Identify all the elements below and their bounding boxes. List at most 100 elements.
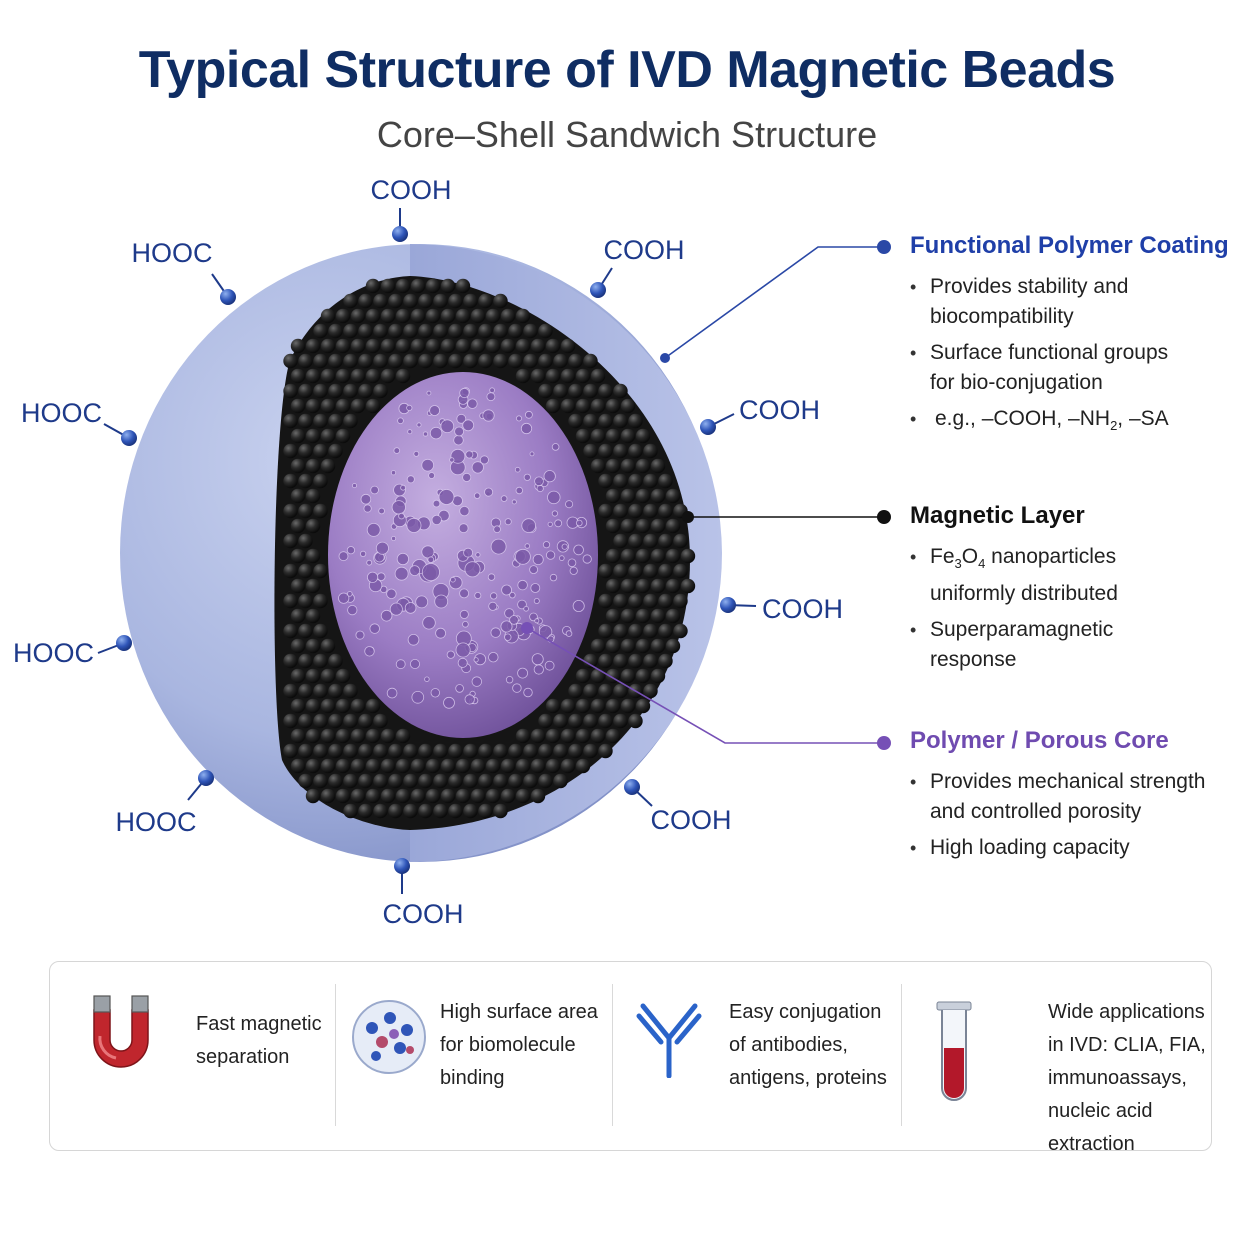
nanoparticle: [500, 338, 516, 354]
nanoparticle: [298, 563, 313, 579]
nanoparticle: [628, 443, 643, 459]
pore: [376, 572, 386, 581]
nanoparticle: [358, 293, 373, 309]
nanoparticle: [463, 323, 478, 339]
pore: [369, 623, 380, 634]
nanoparticle: [508, 773, 523, 789]
pore: [458, 523, 469, 534]
nanoparticle: [515, 728, 531, 744]
nanoparticle: [305, 638, 321, 654]
nanoparticle: [515, 308, 531, 324]
nanoparticle: [538, 323, 553, 339]
nanoparticle: [575, 728, 591, 744]
functional-group-label: COOH: [383, 899, 464, 929]
nanoparticle: [493, 743, 508, 759]
nanoparticle: [290, 428, 306, 444]
nanoparticle: [335, 338, 351, 354]
nanoparticle: [613, 623, 628, 639]
nanoparticle: [358, 713, 373, 729]
nanoparticle: [418, 293, 433, 309]
nanoparticle: [403, 803, 418, 819]
nanoparticle: [305, 758, 321, 774]
pore: [529, 565, 538, 574]
nanoparticle: [463, 353, 478, 369]
functional-group-knob: [392, 226, 408, 242]
nanoparticle: [560, 758, 576, 774]
nanoparticle: [410, 308, 426, 324]
nanoparticle: [283, 383, 298, 399]
pore: [416, 422, 422, 428]
pore: [462, 472, 472, 482]
pore: [446, 650, 455, 659]
pore: [551, 510, 559, 517]
nanoparticle: [433, 743, 448, 759]
nanoparticle: [515, 788, 531, 804]
nanoparticle: [643, 683, 658, 699]
nanoparticle: [373, 293, 388, 309]
nanoparticle: [538, 743, 553, 759]
nanoparticle: [493, 293, 508, 309]
pore: [427, 556, 435, 563]
pore: [514, 466, 521, 473]
nanoparticle: [545, 398, 561, 414]
pore: [434, 594, 449, 609]
nanoparticle: [418, 353, 433, 369]
nanoparticle: [290, 638, 306, 654]
pore: [406, 517, 422, 533]
nanoparticle: [350, 758, 366, 774]
nanoparticle: [373, 383, 388, 399]
nanoparticle: [320, 368, 336, 384]
nanoparticle: [545, 338, 561, 354]
nanoparticle: [493, 803, 508, 819]
pore: [474, 592, 482, 600]
nanoparticle: [305, 668, 321, 684]
nanoparticle: [583, 713, 598, 729]
nanoparticle: [500, 308, 516, 324]
nanoparticle: [598, 443, 613, 459]
pore: [532, 554, 544, 566]
nanoparticle: [358, 803, 373, 819]
nanoparticle: [650, 488, 666, 504]
nanoparticle: [568, 353, 583, 369]
nanoparticle: [485, 338, 501, 354]
nanoparticle: [373, 713, 388, 729]
nanoparticle: [665, 608, 681, 624]
nanoparticle: [515, 338, 531, 354]
pore: [543, 470, 556, 483]
nanoparticle: [470, 788, 486, 804]
nanoparticle: [613, 413, 628, 429]
nanoparticle: [605, 578, 621, 594]
nanoparticle: [298, 503, 313, 519]
pore: [440, 419, 455, 434]
nanoparticle: [388, 293, 403, 309]
nanoparticle: [590, 458, 606, 474]
functional-group-knob: [590, 282, 606, 298]
nanoparticle: [313, 713, 328, 729]
nanoparticle: [343, 293, 358, 309]
pore: [429, 426, 443, 440]
nanoparticle: [320, 668, 336, 684]
nanoparticle: [320, 458, 336, 474]
pore: [462, 419, 475, 432]
pore: [500, 620, 513, 633]
nanoparticle: [538, 773, 553, 789]
nanoparticle: [328, 323, 343, 339]
core-pores: [338, 387, 592, 709]
pore: [533, 598, 540, 605]
nanoparticle: [523, 323, 538, 339]
nanoparticle: [553, 383, 568, 399]
pore: [422, 431, 429, 437]
nanoparticle: [283, 713, 298, 729]
nanoparticle: [440, 338, 456, 354]
pore: [396, 552, 409, 566]
nanoparticle: [418, 803, 433, 819]
nanoparticle: [358, 383, 373, 399]
nanoparticle: [590, 368, 606, 384]
nanoparticle: [395, 728, 411, 744]
pore: [523, 605, 529, 612]
pore: [475, 552, 481, 558]
pore: [505, 676, 514, 684]
nanoparticle: [598, 713, 613, 729]
